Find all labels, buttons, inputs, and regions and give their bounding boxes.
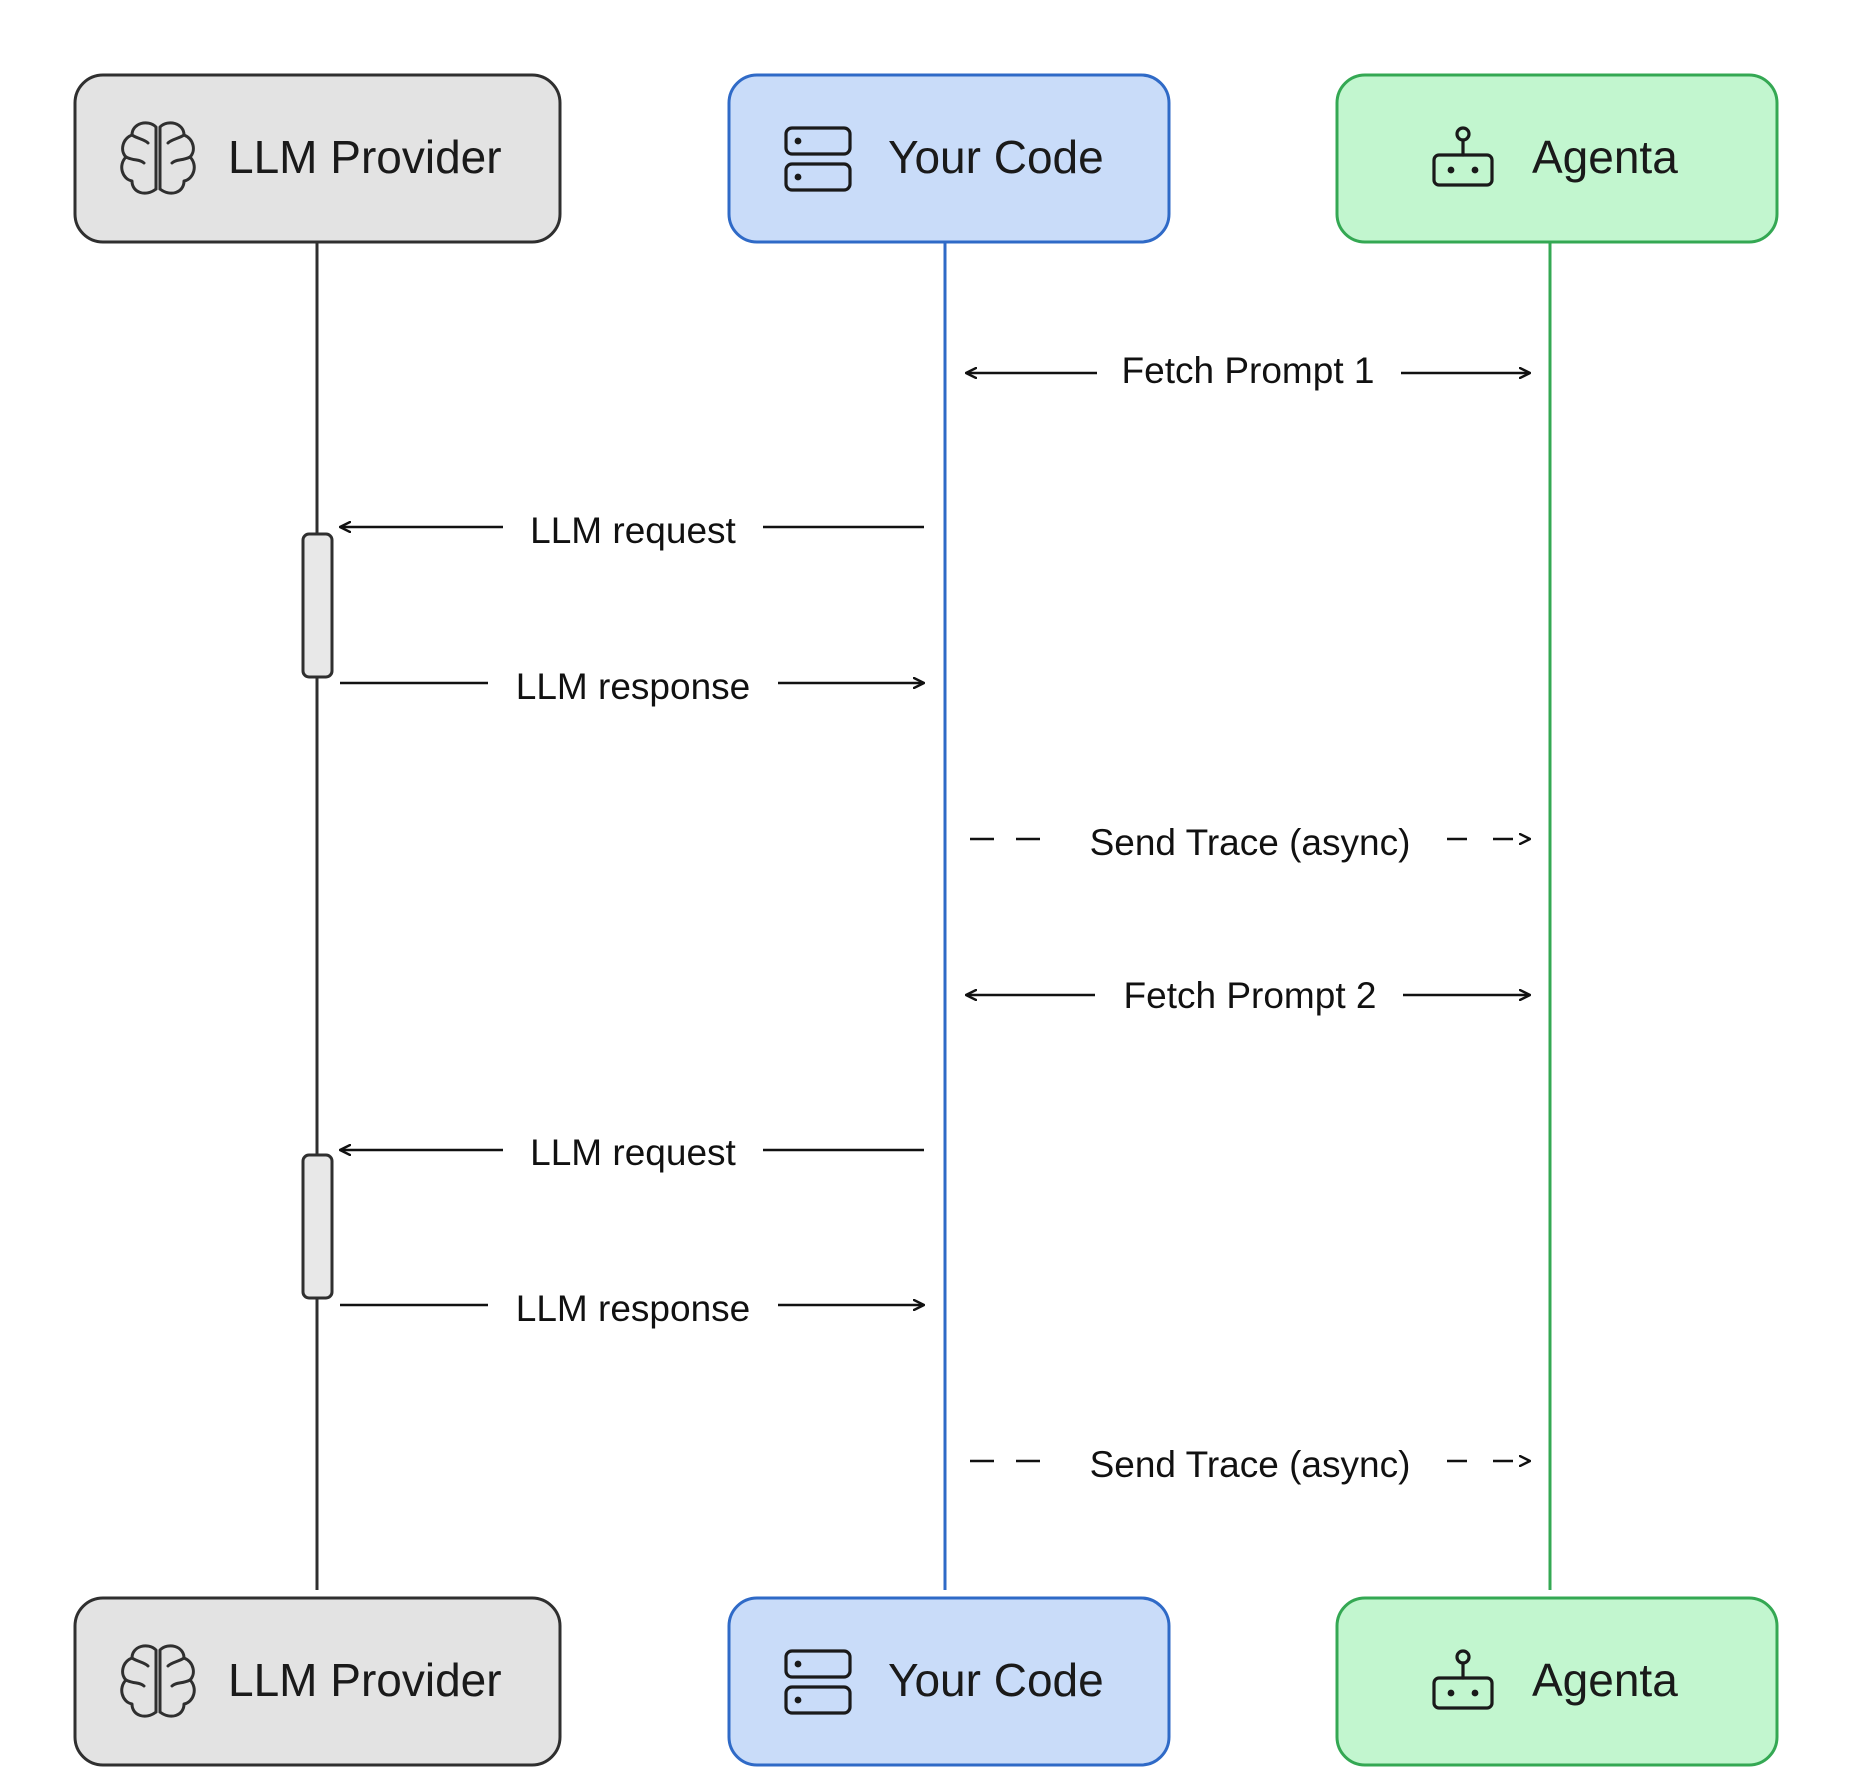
participant-your-code: Your Code (727, 1596, 1171, 1767)
message-label: Fetch Prompt 1 (1122, 350, 1375, 391)
message-label: Send Trace (async) (1090, 1444, 1411, 1485)
lifelines (315, 242, 1552, 1590)
participant-label: Agenta (1532, 131, 1678, 183)
participant-label: Your Code (888, 131, 1104, 183)
participant-label: LLM Provider (228, 131, 502, 183)
brain-icon (120, 1644, 196, 1718)
message-label: Fetch Prompt 2 (1124, 975, 1377, 1016)
message-label: LLM response (516, 1288, 750, 1329)
participant-agenta: Agenta (1335, 1596, 1779, 1767)
server-icon (784, 126, 852, 192)
message-llm-request-2: LLM request (340, 1132, 924, 1173)
activation-bar (301, 532, 334, 679)
brain-icon (120, 121, 196, 195)
message-send-trace-1: Send Trace (async) (970, 822, 1530, 863)
server-icon (784, 1649, 852, 1715)
message-fetch-prompt-1: Fetch Prompt 1 (966, 350, 1530, 391)
participant-agenta: Agenta (1335, 73, 1779, 244)
message-label: Send Trace (async) (1090, 822, 1411, 863)
message-fetch-prompt-2: Fetch Prompt 2 (966, 975, 1530, 1016)
participant-llm-provider: LLM Provider (73, 73, 562, 244)
message-llm-request-1: LLM request (340, 510, 924, 551)
participant-your-code: Your Code (727, 73, 1171, 244)
robot-icon (1432, 1649, 1494, 1710)
activations (301, 532, 334, 1300)
message-llm-response-2: LLM response (340, 1288, 924, 1329)
messages: Fetch Prompt 1 LLM request LLM response … (340, 350, 1530, 1485)
participant-label: Agenta (1532, 1654, 1678, 1706)
participant-llm-provider: LLM Provider (73, 1596, 562, 1767)
participants-top: LLM Provider Your Code Agenta (73, 73, 1779, 244)
participants-bottom: LLM Provider Your Code Agenta (73, 1596, 1779, 1767)
robot-icon (1432, 126, 1494, 187)
message-send-trace-2: Send Trace (async) (970, 1444, 1530, 1485)
participant-label: Your Code (888, 1654, 1104, 1706)
message-label: LLM request (530, 1132, 736, 1173)
participant-label: LLM Provider (228, 1654, 502, 1706)
message-label: LLM response (516, 666, 750, 707)
message-label: LLM request (530, 510, 736, 551)
message-llm-response-1: LLM response (340, 666, 924, 707)
activation-bar (301, 1153, 334, 1300)
